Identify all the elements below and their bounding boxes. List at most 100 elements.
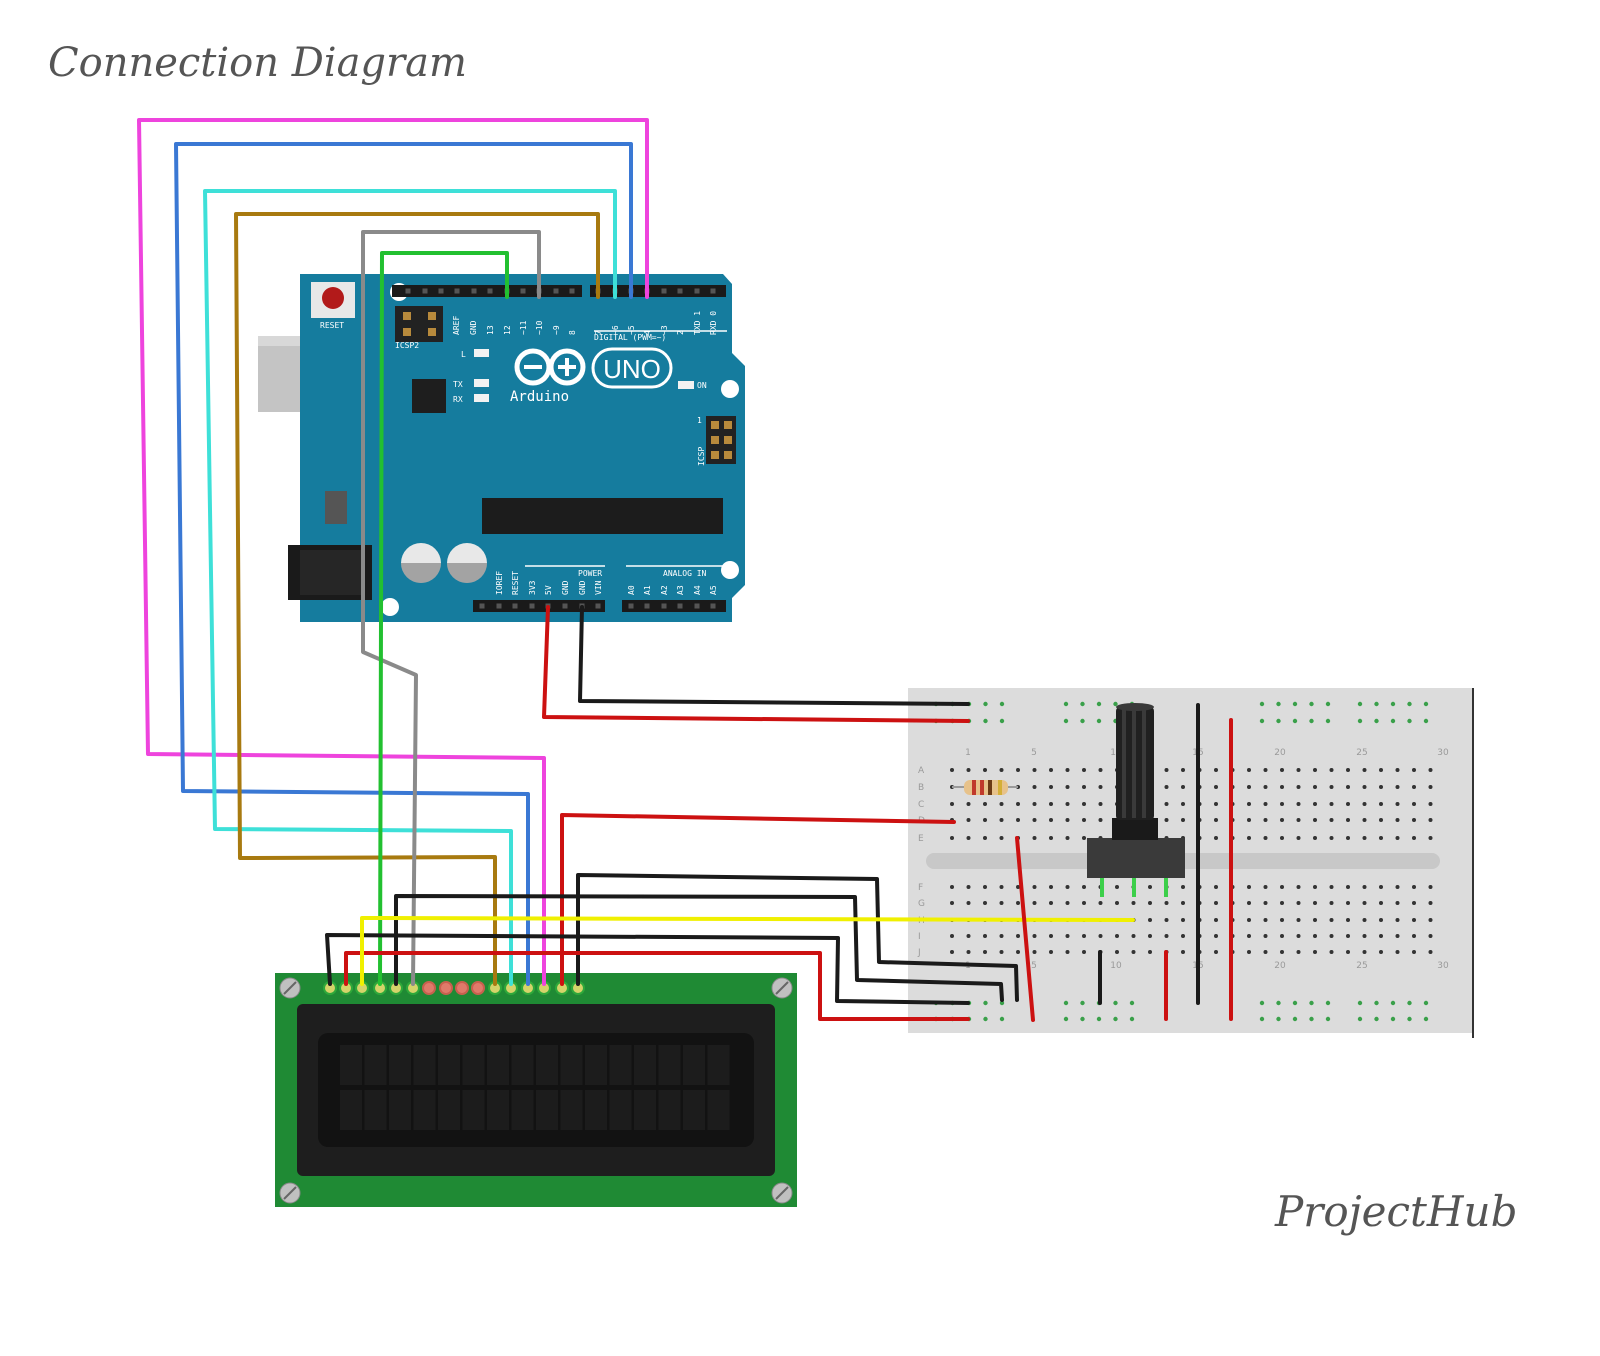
breadboard-hole (1082, 950, 1086, 954)
breadboard-hole (1032, 934, 1037, 938)
rail-hole (1292, 1016, 1298, 1022)
icsp-pin1-label: 1 (697, 416, 702, 425)
breadboard-hole (1296, 818, 1301, 822)
lcd-cell (413, 1045, 436, 1085)
breadboard-hole (1247, 818, 1251, 822)
breadboard-hole (1346, 836, 1350, 840)
breadboard-hole (1329, 768, 1334, 772)
analog-pin-socket[interactable] (661, 603, 667, 609)
breadboard-hole (1395, 768, 1400, 772)
mounting-hole (721, 380, 739, 398)
breadboard-hole (1247, 918, 1251, 922)
lcd-pin[interactable] (439, 981, 453, 995)
digital-pin-socket[interactable] (694, 288, 700, 294)
digital-pin-socket[interactable] (471, 288, 477, 294)
breadboard-hole (1082, 901, 1086, 905)
breadboard-hole (966, 836, 971, 840)
uno-badge (591, 347, 673, 389)
breadboard-hole (1181, 934, 1185, 938)
digital-pin-socket[interactable] (438, 288, 444, 294)
digital-pin-socket[interactable] (710, 288, 716, 294)
rail-hole (1063, 718, 1069, 724)
led-tx (474, 379, 489, 387)
breadboard-column-number: 20 (1274, 748, 1286, 758)
breadboard-column-number: 30 (1437, 748, 1449, 758)
breadboard-hole (1181, 901, 1185, 905)
reset-button[interactable] (322, 287, 344, 309)
analog-pin-socket[interactable] (628, 603, 634, 609)
breadboard-hole (1082, 885, 1086, 889)
breadboard-hole (999, 950, 1004, 954)
analog-pin-socket[interactable] (710, 603, 716, 609)
power-pin-socket[interactable] (496, 603, 502, 609)
digital-pin-socket[interactable] (487, 288, 493, 294)
breadboard-hole (966, 802, 971, 806)
analog-pin-label: A0 (627, 585, 636, 595)
breadboard-hole (1395, 836, 1400, 840)
wire-red-jumper (1015, 836, 1035, 1022)
power-pin-socket[interactable] (512, 603, 518, 609)
breadboard-hole (1412, 785, 1416, 789)
digital-pin-label: 13 (486, 325, 495, 335)
rail-hole (1357, 701, 1363, 707)
breadboard-hole (950, 950, 954, 954)
digital-pin-socket[interactable] (405, 288, 411, 294)
digital-pin-socket[interactable] (553, 288, 559, 294)
rail-hole (1325, 1000, 1331, 1006)
breadboard-hole (1346, 768, 1350, 772)
rail-hole (1063, 1016, 1069, 1022)
breadboard-hole (1428, 950, 1433, 954)
model-name: UNO (603, 354, 661, 384)
power-pin-socket[interactable] (479, 603, 485, 609)
breadboard-hole (1263, 918, 1268, 922)
wire-black-lcd-rw (394, 894, 1004, 1002)
rail-hole (1357, 1000, 1363, 1006)
breadboard-hole (1164, 934, 1169, 938)
breadboard-hole (1296, 768, 1301, 772)
breadboard-hole (1247, 785, 1251, 789)
breadboard-hole (1247, 836, 1251, 840)
breadboard-hole (1098, 818, 1103, 822)
lcd-pin[interactable] (471, 981, 485, 995)
breadboard-hole (1148, 901, 1152, 905)
digital-pin-socket[interactable] (454, 288, 460, 294)
lcd-pin[interactable] (422, 981, 436, 995)
potentiometer-body (1087, 838, 1185, 878)
breadboard-hole (966, 818, 971, 822)
rail-hole (1374, 701, 1379, 707)
breadboard-hole (1346, 785, 1350, 789)
digital-pin-socket[interactable] (520, 288, 526, 294)
lcd-cell (609, 1090, 632, 1130)
lcd-cell (707, 1090, 730, 1130)
rail-hole (1113, 1000, 1118, 1006)
breadboard-hole (1065, 901, 1070, 905)
power-pin-socket[interactable] (529, 603, 535, 609)
digital-pin-socket[interactable] (569, 288, 575, 294)
breadboard-hole (1428, 885, 1433, 889)
analog-pin-socket[interactable] (677, 603, 683, 609)
breadboard-hole (1428, 802, 1433, 806)
wire-red-lcd-vdd (560, 813, 956, 986)
power-pin-socket[interactable] (562, 603, 568, 609)
breadboard-hole (983, 901, 987, 905)
digital-pin-socket[interactable] (661, 288, 667, 294)
breadboard-hole (1032, 785, 1037, 789)
digital-pin-socket[interactable] (422, 288, 428, 294)
breadboard-hole (983, 768, 987, 772)
breadboard-hole (999, 802, 1004, 806)
usb-chip (412, 379, 446, 413)
breadboard-hole (1379, 836, 1383, 840)
lcd-pin[interactable] (455, 981, 469, 995)
digital-pin-socket[interactable] (677, 288, 683, 294)
power-pin-socket[interactable] (595, 603, 601, 609)
analog-pin-socket[interactable] (694, 603, 700, 609)
breadboard-hole (1263, 818, 1268, 822)
breadboard-hole (1032, 901, 1037, 905)
breadboard-hole (1329, 918, 1334, 922)
analog-pin-socket[interactable] (644, 603, 650, 609)
breadboard-hole (1049, 785, 1053, 789)
breadboard-hole (1181, 818, 1185, 822)
breadboard-hole (1280, 934, 1284, 938)
